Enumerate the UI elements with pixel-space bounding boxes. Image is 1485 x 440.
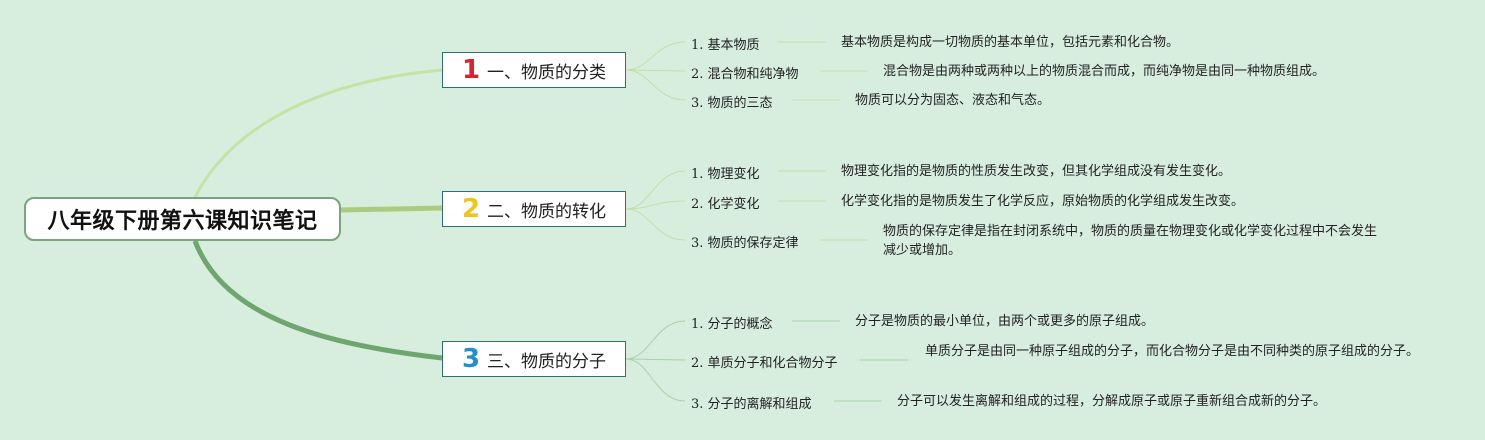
topic-3-node[interactable]: 3 三、物质的分子 — [442, 341, 626, 377]
connector-root-topic-3 — [192, 240, 443, 361]
topic-2-item-1-desc: 物理变化指的是物质的性质发生改变，但其化学组成没有发生变化。 — [841, 163, 1232, 178]
topic-1-item-1-label[interactable]: 1. 基本物质 — [691, 38, 760, 53]
topic-1-number: 1 — [461, 55, 481, 85]
topic-3-item-3-desc: 分子可以发生离解和组成的过程，分解成原子或原子重新组合成新的分子。 — [897, 393, 1327, 408]
topic-3-item-3-label[interactable]: 3. 分子的离解和组成 — [691, 397, 812, 412]
topic-2-node[interactable]: 2 二、物质的转化 — [442, 191, 626, 227]
topic-1-item-1-desc: 基本物质是构成一切物质的基本单位，包括元素和化合物。 — [841, 34, 1180, 49]
topic-2-item-2-desc: 化学变化指的是物质发生了化学反应，原始物质的化学组成发生改变。 — [841, 193, 1245, 208]
connector-root-topic-1 — [193, 68, 443, 198]
root-title: 八年级下册第六课知识笔记 — [47, 208, 318, 233]
topic-2-item-3-desc: 物质的保存定律是指在封闭系统中，物质的质量在物理变化或化学变化过程中不会发生减少… — [883, 223, 1378, 257]
topic-2-number: 2 — [461, 194, 481, 224]
topic-1-node[interactable]: 1 一、物质的分类 — [442, 52, 626, 88]
topic-3-branches — [625, 320, 908, 402]
topic-2-item-1-label[interactable]: 1. 物理变化 — [691, 167, 760, 182]
topic-3-item-2-label[interactable]: 2. 单质分子和化合物分子 — [691, 356, 838, 371]
topic-1-item-3-label[interactable]: 3. 物质的三态 — [691, 96, 773, 111]
topic-3-item-1-desc: 分子是物质的最小单位，由两个或更多的原子组成。 — [855, 313, 1155, 328]
topic-2-item-3-label[interactable]: 3. 物质的保存定律 — [691, 236, 799, 251]
topic-1-item-2-desc: 混合物是由两种或两种以上的物质混合而成，而纯净物是由同一种物质组成。 — [883, 63, 1326, 78]
topic-1-item-2-label[interactable]: 2. 混合物和纯净物 — [691, 67, 799, 82]
topic-3-item-2-desc: 单质分子是由同一种原子组成的分子，而化合物分子是由不同种类的原子组成的分子。 — [925, 343, 1420, 358]
topic-1-item-3-desc: 物质可以分为固态、液态和气态。 — [855, 92, 1051, 107]
topic-2-label: 二、物质的转化 — [487, 201, 606, 221]
topic-1-label: 一、物质的分类 — [487, 62, 606, 82]
topic-3-number: 3 — [461, 344, 481, 374]
topic-3-item-1-label[interactable]: 1. 分子的概念 — [691, 317, 773, 332]
root-node[interactable]: 八年级下册第六课知识笔记 — [24, 197, 341, 241]
topic-3-label: 三、物质的分子 — [487, 351, 606, 371]
connector-root-topic-2 — [339, 205, 443, 213]
topic-1-branches — [625, 41, 868, 101]
topic-2-branches — [625, 170, 868, 241]
topic-2-item-2-label[interactable]: 2. 化学变化 — [691, 197, 760, 212]
